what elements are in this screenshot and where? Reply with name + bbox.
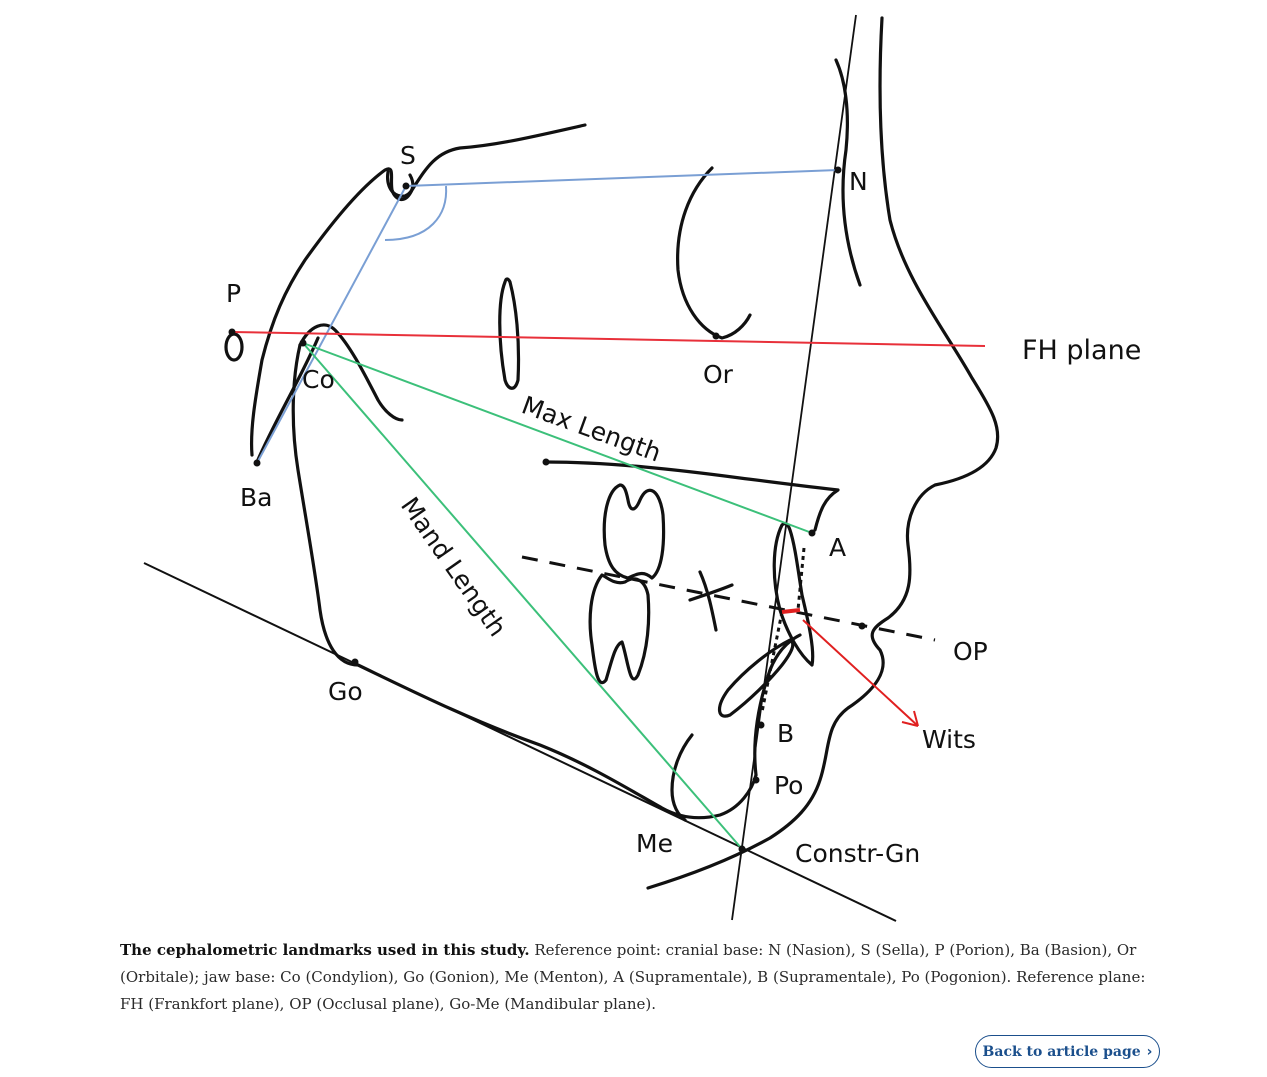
wits-projection-a	[796, 547, 806, 611]
back-to-article-button[interactable]: Back to article page ›	[975, 1035, 1160, 1068]
label-n: N	[849, 167, 868, 196]
caption-text: Reference point: cranial base: N (Nasion…	[120, 941, 1146, 1013]
label-co: Co	[302, 365, 335, 394]
point-palate	[542, 458, 550, 466]
point-p	[228, 328, 236, 336]
cephalometric-diagram: S N P Co Or Ba A OP Go B Wits Po Me Cons…	[143, 14, 1141, 922]
label-fh-plane: FH plane	[1022, 335, 1141, 366]
max-length-line	[302, 342, 813, 534]
point-ba	[253, 459, 261, 467]
molar-cross-mark	[688, 570, 734, 632]
point-b	[757, 721, 765, 729]
lower-incisor-outline	[718, 638, 795, 718]
label-or: Or	[703, 360, 734, 389]
nasal-bone-outline	[834, 58, 862, 287]
wits-projection-b	[760, 611, 784, 713]
facial-line	[731, 14, 857, 921]
wits-arrowhead	[901, 710, 919, 727]
sba-line	[256, 185, 407, 464]
label-go: Go	[328, 677, 363, 706]
point-co	[299, 339, 307, 347]
label-s: S	[400, 141, 416, 170]
fh-plane-line	[231, 331, 986, 347]
chevron-right-icon: ›	[1146, 1043, 1153, 1060]
label-max-length: Max Length	[518, 390, 665, 467]
label-p: P	[226, 279, 241, 308]
cranial-base-outline	[250, 123, 587, 457]
point-po	[752, 776, 760, 784]
wits-marker	[781, 608, 801, 614]
orbit-outline	[676, 166, 752, 340]
saddle-angle-arc	[384, 185, 448, 241]
label-ba: Ba	[240, 483, 272, 512]
upper-molar-outline	[602, 483, 666, 580]
label-constr-gn: Constr-Gn	[795, 839, 920, 868]
point-or	[712, 332, 720, 340]
occlusal-plane-line	[521, 555, 936, 642]
point-go	[351, 658, 359, 666]
point-s	[402, 182, 410, 190]
pterygoid-outline	[498, 277, 521, 390]
mandibular-plane-line	[143, 562, 897, 922]
figure-caption: The cephalometric landmarks used in this…	[120, 937, 1165, 1018]
point-gn	[738, 845, 746, 853]
label-b: B	[777, 719, 794, 748]
point-n	[834, 166, 842, 174]
mand-length-line	[302, 342, 743, 850]
porion-ring	[224, 332, 244, 362]
caption-title: The cephalometric landmarks used in this…	[120, 941, 530, 959]
back-button-label: Back to article page	[982, 1043, 1141, 1060]
ear-rod-outline	[255, 336, 320, 464]
label-wits: Wits	[922, 725, 976, 754]
symphysis-outline	[670, 733, 694, 822]
condyle-outline	[298, 323, 404, 422]
sn-line	[405, 169, 839, 187]
label-po: Po	[774, 771, 803, 800]
point-a	[808, 529, 816, 537]
lower-molar-outline	[588, 573, 651, 684]
palate-outline	[544, 460, 840, 532]
label-a: A	[829, 533, 846, 562]
label-mand-length: Mand Length	[395, 492, 512, 642]
sella-outline	[386, 170, 415, 198]
face-profile-outline	[646, 16, 1000, 890]
label-op: OP	[953, 637, 988, 666]
wits-arrow-line	[802, 619, 919, 727]
point-op	[858, 622, 866, 630]
label-me: Me	[636, 829, 673, 858]
